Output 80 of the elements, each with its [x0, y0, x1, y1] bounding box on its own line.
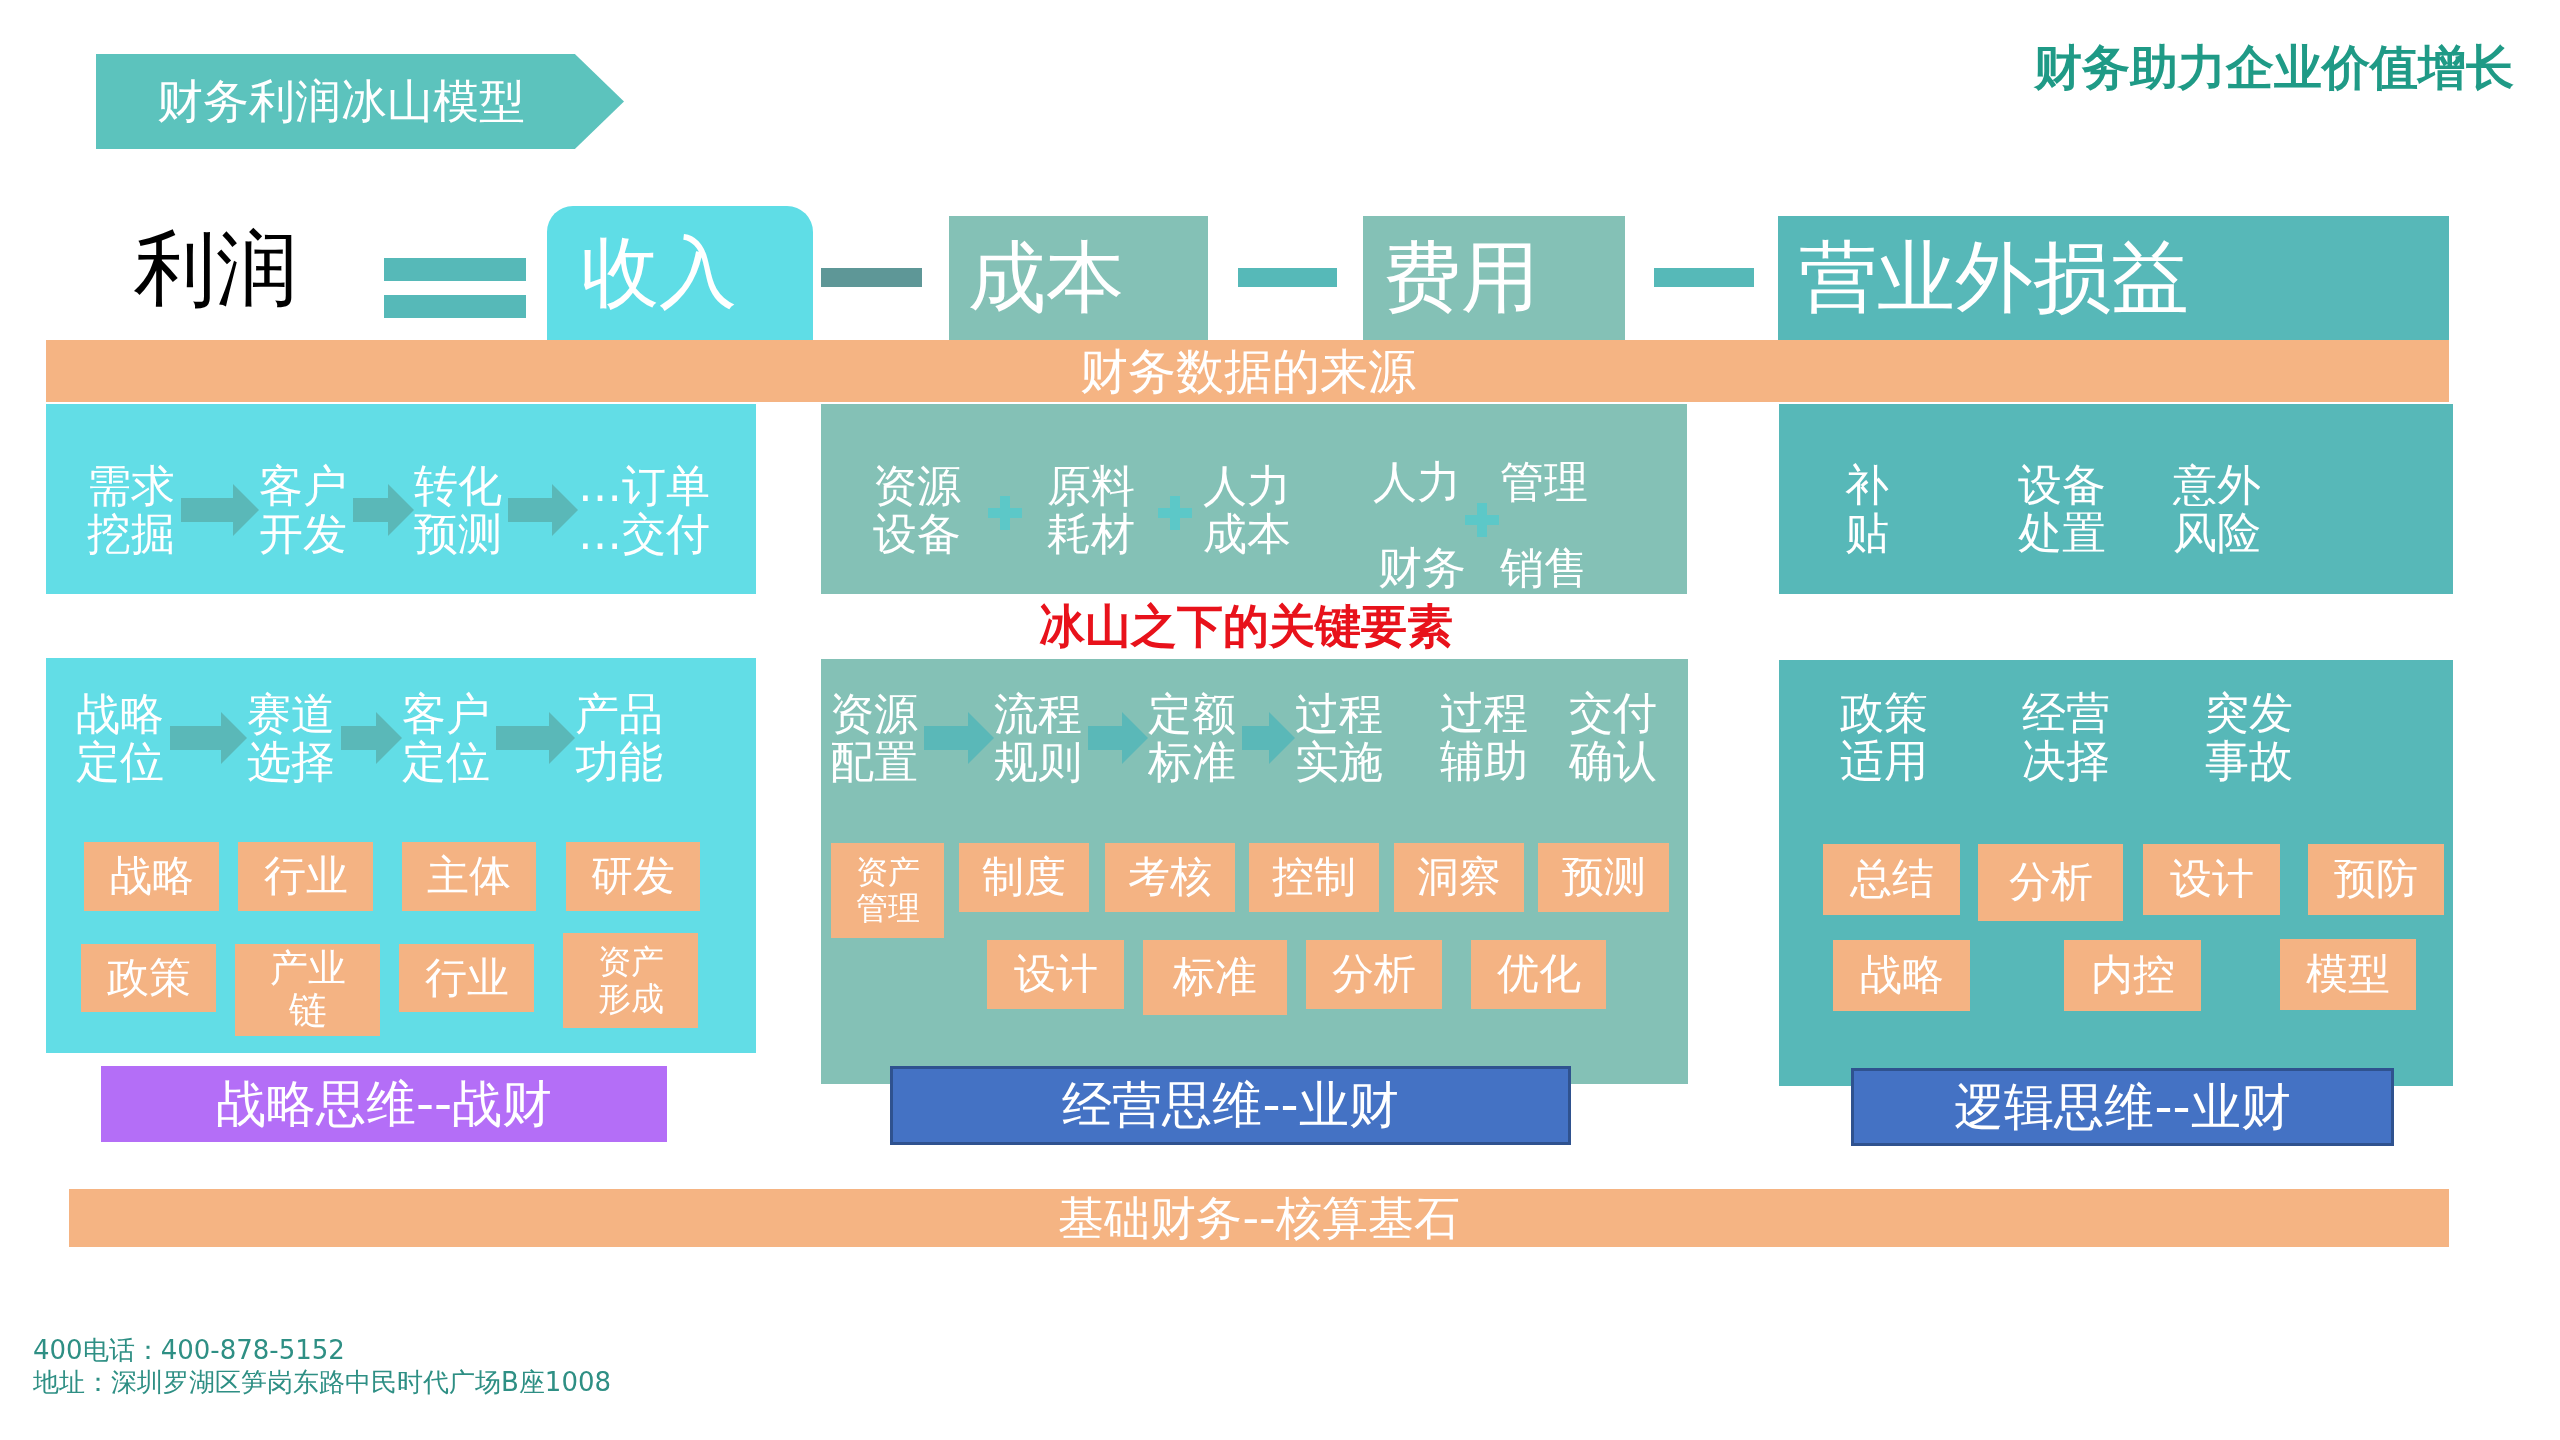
- item-text: 过程辅助: [1440, 689, 1529, 786]
- tag-box: 产业链: [235, 944, 380, 1036]
- arrow: [924, 712, 994, 764]
- formula-term-box: 收入: [547, 206, 813, 340]
- step-text: 流程规则: [994, 689, 1088, 787]
- step-text: 转化预测: [414, 461, 508, 559]
- tag-box: 研发: [566, 842, 700, 911]
- item-text: 原料耗材: [1047, 462, 1136, 559]
- item-text: 设备处置: [2018, 461, 2107, 558]
- item-text: 意外风险: [2173, 461, 2262, 558]
- arrow: [181, 484, 259, 536]
- arrow: [353, 484, 414, 536]
- tag-box: 内控: [2064, 940, 2201, 1011]
- arrow: [341, 712, 402, 764]
- tag-box: 制度: [959, 843, 1089, 912]
- tag-box: 预测: [1538, 843, 1669, 912]
- tag-box: 考核: [1105, 843, 1235, 912]
- item-text: 政策适用: [1840, 689, 1929, 786]
- step-text: 过程实施: [1295, 689, 1389, 787]
- content-panel: [1779, 404, 2453, 594]
- tag-box: 标准: [1143, 940, 1287, 1015]
- step-text: 战略定位: [76, 689, 170, 787]
- step-text: 赛道选择: [247, 689, 341, 787]
- contact-text: 400电话：400-878-5152: [33, 1336, 345, 1366]
- step-text: …订单…交付: [578, 461, 718, 559]
- item-text: 突发事故: [2205, 689, 2294, 786]
- section-heading: 冰山之下的关键要素: [1039, 600, 1453, 653]
- title-tag: 财务利润冰山模型: [96, 54, 624, 149]
- arrow: [170, 712, 247, 764]
- step-text: 需求挖掘: [87, 461, 181, 559]
- tag-box: 洞察: [1394, 843, 1524, 912]
- tag-box: 分析: [1978, 844, 2123, 921]
- item-text: 资源设备: [873, 462, 962, 559]
- tag-box: 控制: [1249, 843, 1379, 912]
- tag-box: 战略: [1833, 940, 1970, 1011]
- item-text: 销售: [1500, 544, 1589, 593]
- arrow: [1242, 712, 1295, 764]
- category-bar: 战略思维--战财: [101, 1066, 667, 1142]
- tag-box: 优化: [1471, 940, 1606, 1009]
- item-text: 补贴: [1845, 461, 1890, 558]
- tag-box: 政策: [81, 944, 216, 1012]
- content-panel: [821, 404, 1687, 594]
- formula-term-box: 费用: [1363, 216, 1625, 340]
- tag-box: 模型: [2280, 939, 2416, 1010]
- tag-box: 预防: [2308, 844, 2444, 915]
- tag-box: 资产形成: [563, 933, 698, 1028]
- step-text: 产品功能: [575, 689, 669, 787]
- item-text: 财务: [1378, 544, 1467, 593]
- category-bar: 经营思维--业财: [890, 1066, 1571, 1145]
- item-text: 交付确认: [1569, 689, 1658, 786]
- tag-box: 战略: [84, 842, 219, 911]
- step-text: 资源配置: [830, 689, 924, 787]
- tag-box: 资产管理: [831, 843, 944, 938]
- arrow: [508, 484, 578, 536]
- step-text: 客户定位: [402, 689, 496, 787]
- tag-box: 总结: [1823, 844, 1960, 915]
- tag-box: 行业: [238, 842, 373, 911]
- step-text: 客户开发: [259, 461, 353, 559]
- tag-box: 分析: [1306, 940, 1442, 1009]
- subtitle-text: 财务助力企业价值增长: [2034, 40, 2514, 96]
- banner-bar: 财务数据的来源: [46, 340, 2449, 402]
- content-panel: [46, 404, 756, 594]
- formula-term-text: 利润: [134, 222, 298, 317]
- arrow: [1088, 712, 1148, 764]
- tag-box: 行业: [399, 944, 534, 1012]
- tag-box: 设计: [2143, 844, 2280, 915]
- item-text: 人力成本: [1203, 462, 1292, 559]
- tag-box: 主体: [402, 842, 536, 911]
- formula-term-box: 营业外损益: [1778, 216, 2449, 340]
- content-panel: [46, 658, 756, 1053]
- item-text: 人力: [1373, 458, 1462, 507]
- address-text: 地址：深圳罗湖区笋岗东路中民时代广场B座1008: [33, 1368, 611, 1398]
- item-text: 经营决择: [2022, 689, 2111, 786]
- tag-box: 设计: [987, 940, 1124, 1009]
- arrow: [496, 712, 575, 764]
- category-bar: 逻辑思维--业财: [1851, 1068, 2394, 1146]
- step-text: 定额标准: [1148, 689, 1242, 787]
- formula-term-box: 成本: [949, 216, 1208, 340]
- item-text: 管理: [1500, 458, 1589, 507]
- banner-bar: 基础财务--核算基石: [69, 1189, 2449, 1247]
